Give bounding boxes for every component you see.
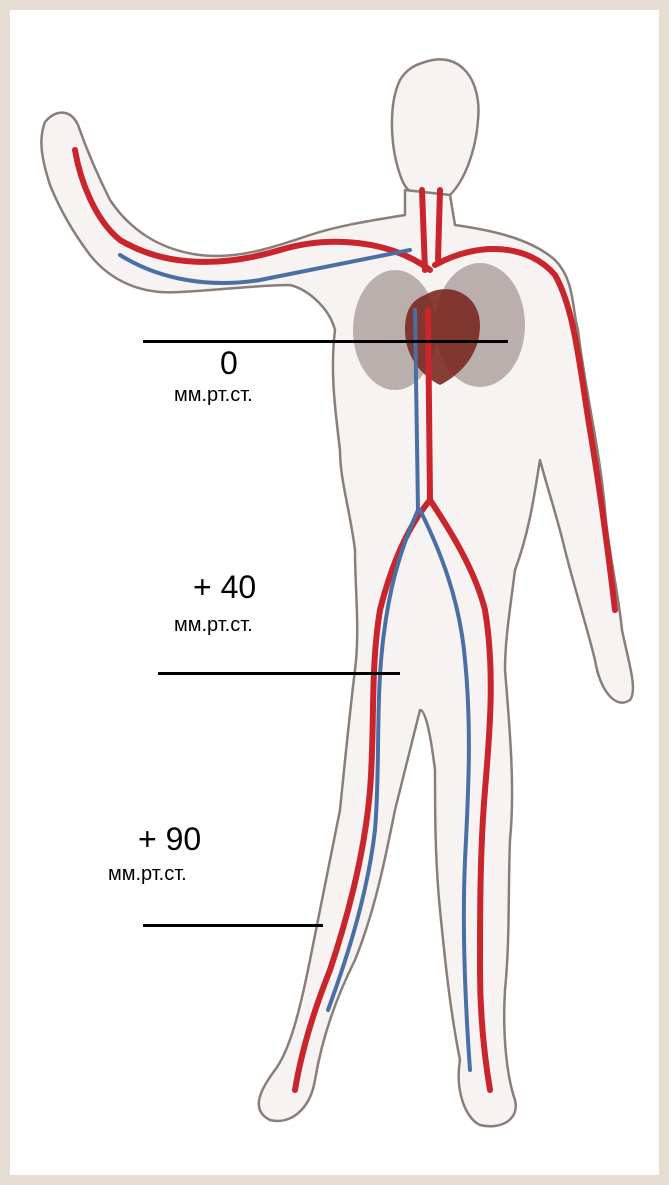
circulatory-system-figure	[10, 10, 659, 1175]
body-silhouette	[41, 59, 633, 1126]
level-value-3: + 90	[138, 822, 201, 856]
slide: 0 мм.рт.ст. + 40 мм.рт.ст. + 90 мм.рт.ст…	[10, 10, 659, 1175]
level-unit-1: мм.рт.ст.	[174, 384, 253, 406]
level-value-2: + 40	[193, 570, 256, 604]
level-line-2	[158, 672, 400, 675]
level-unit-2: мм.рт.ст.	[174, 614, 253, 636]
level-value-1: 0	[220, 346, 238, 380]
level-line-3	[143, 924, 323, 927]
level-line-1	[143, 340, 508, 343]
level-unit-3: мм.рт.ст.	[108, 863, 187, 885]
